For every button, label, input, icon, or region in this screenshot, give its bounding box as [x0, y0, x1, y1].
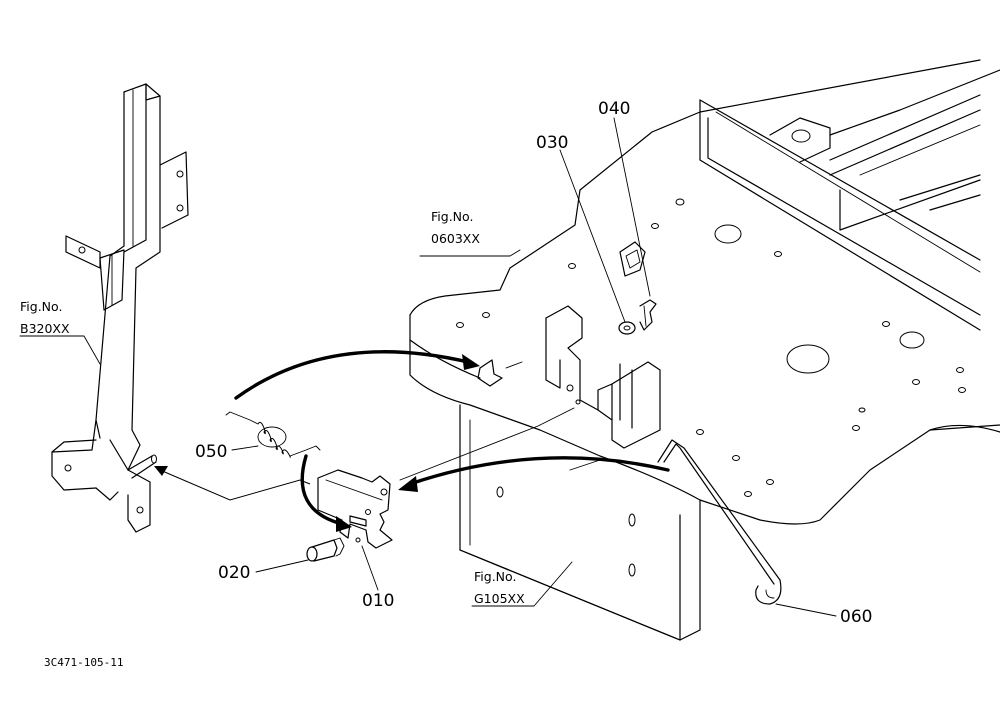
- figref-b320xx-number: B320XX: [20, 321, 70, 336]
- leader-lines: [19, 117, 837, 617]
- part-040-clevis-pin: [639, 299, 657, 331]
- part-010-lever-plate: [317, 469, 393, 549]
- assembly-arrows: [154, 350, 670, 532]
- part-050-spring: [225, 411, 321, 458]
- part-030-washer: [618, 321, 636, 335]
- part-020-pin: [306, 537, 345, 562]
- center-latch-bracket: [545, 305, 661, 449]
- callout-labels: 040 030 050 020 010 060: [195, 99, 872, 627]
- callout-060: 060: [840, 607, 872, 627]
- callout-040: 040: [598, 99, 630, 119]
- figref-0603xx-number: 0603XX: [431, 231, 480, 246]
- figref-g105xx-prefix: Fig.No.: [474, 569, 516, 584]
- part-060-rod: [657, 439, 782, 605]
- callout-010: 010: [362, 591, 394, 611]
- main-deck-plate: [409, 59, 1000, 525]
- figref-0603xx-prefix: Fig.No.: [431, 209, 473, 224]
- lower-frame-box: [459, 404, 701, 641]
- figref-b320xx-prefix: Fig.No.: [20, 299, 62, 314]
- drawing-code: 3C471-105-11: [44, 656, 123, 669]
- figref-g105xx-number: G105XX: [474, 591, 525, 606]
- callout-030: 030: [536, 133, 568, 153]
- callout-050: 050: [195, 442, 227, 462]
- left-frame-bracket: [51, 83, 189, 533]
- figure-references: Fig.No. 0603XX Fig.No. B320XX Fig.No. G1…: [20, 209, 525, 606]
- callout-020: 020: [218, 563, 250, 583]
